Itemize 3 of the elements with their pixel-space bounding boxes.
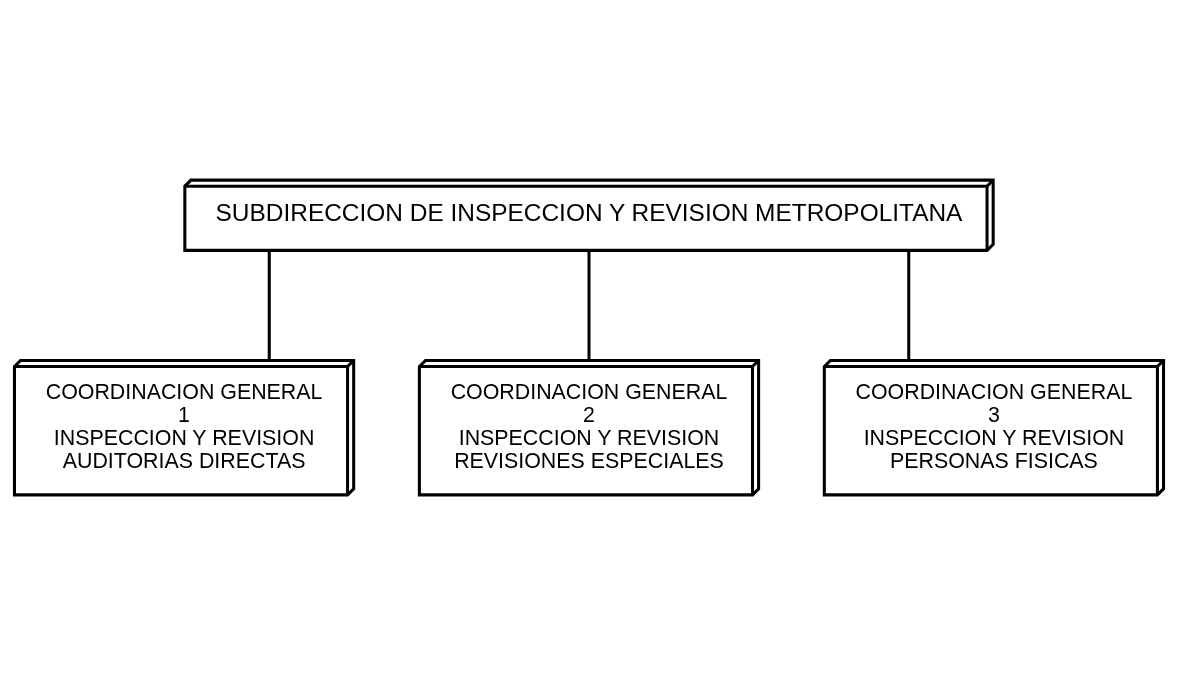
connector [587,250,591,360]
connector [267,250,271,360]
connector [907,250,911,360]
